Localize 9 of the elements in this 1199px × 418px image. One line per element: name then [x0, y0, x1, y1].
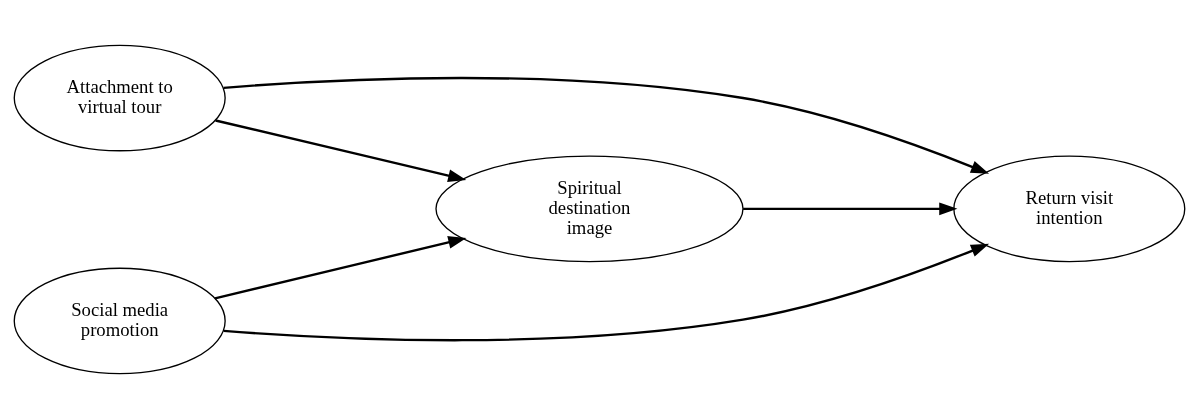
arrow — [214, 235, 467, 300]
node-ellipse: Social media promotion — [13, 267, 226, 374]
node-ellipse: Spiritual destination image — [435, 154, 744, 262]
node-ellipse: Attachment to virtual tour — [13, 44, 226, 151]
arrow — [215, 118, 467, 182]
arrow — [223, 76, 990, 174]
arrow — [743, 201, 958, 215]
arrow — [223, 243, 990, 341]
node-ellipse: Return visit intention — [953, 154, 1186, 262]
